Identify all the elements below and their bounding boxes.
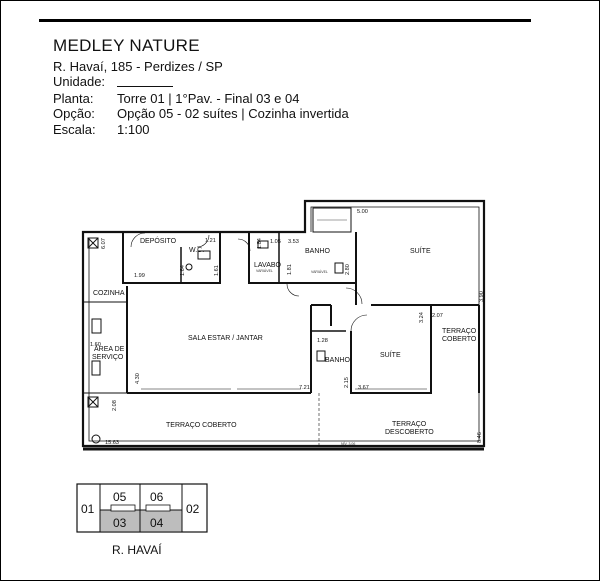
outer-wall [81,199,486,448]
unidade-label: Unidade: [53,74,106,89]
dim-15-63: 15.63 [105,440,119,446]
banho-shower [312,207,352,233]
door-arc-banho [286,283,300,297]
room-wc: W.C. [189,247,204,254]
room-area-servico-1: ÁREA DE [94,344,125,353]
dim-5-00: 5.00 [357,209,368,215]
unidade-blank [117,74,173,87]
banho-note: VARIÁVEL [311,270,328,274]
room-suite-2: SUÍTE [380,350,401,359]
door-arc-wc [196,234,210,248]
dim-1-81: 1.81 [287,264,293,275]
lavabo-block [248,232,357,284]
lavabo-sink [257,240,269,249]
key-plan: 01 02 03 04 05 06 R. HAVAÍ [76,483,208,557]
key-label-06: 06 [150,490,164,504]
shaft-bottom [87,396,99,408]
room-banho-1: BANHO [305,248,330,255]
banho-toilet [334,262,344,274]
planta-label: Planta: [53,90,94,106]
room-terraco-coberto-2: COBERTO [442,336,477,343]
wc-basin [185,263,193,271]
door-arc-deposito [130,232,146,248]
street-label: R. HAVAÍ [112,542,162,557]
escala-label: Escala: [53,121,96,137]
door-arc-suite2 [350,314,368,332]
escala-value: 1:100 [117,121,150,137]
info-row-escala: Escala: 1:100 [53,122,349,138]
key-core-left [110,504,136,512]
room-area-servico-2: SERVIÇO [92,354,124,361]
info-row-opcao: Opção: Opção 05 - 02 suítes | Cozinha in… [53,106,349,122]
dim-1-61: 1.61 [214,265,220,276]
wc-toilet [197,250,211,260]
room-banho-2: BANHO [325,357,350,364]
dim-2-80: 2.80 [345,264,351,275]
dim-1-28: 1.28 [317,338,328,344]
dim-4-30: 4.30 [135,373,141,384]
dim-1-21: 1.21 [205,238,216,244]
key-label-02: 02 [186,502,200,516]
key-label-03: 03 [113,516,127,530]
room-terraco-descoberto-2: DESCOBERTO [385,429,434,436]
dim-1-99: 1.99 [134,273,145,279]
room-terraco-descoberto-1: TERRAÇO [392,421,427,428]
dim-2-15: 2.15 [344,377,350,388]
room-terraco-coberto-main: TERRAÇO COBERTO [166,422,237,429]
room-terraco-coberto-1: TERRAÇO [442,328,477,335]
title-rule [39,19,531,22]
room-cozinha: COZINHA [93,290,125,297]
lavabo-note: VARIÁVEL [256,269,273,273]
banho2-block [310,304,332,393]
deposito-block [122,232,221,284]
dim-3-90: 3.90 [479,291,485,302]
key-label-01: 01 [81,502,95,516]
dim-3-67: 3.67 [358,385,369,391]
planta-value: Torre 01 | 1°Pav. - Final 03 e 04 [117,90,300,106]
sink-kitchen [91,318,102,334]
tank-service [91,360,101,376]
project-address: R. Havaí, 185 - Perdizes / SP [53,59,223,74]
key-label-04: 04 [150,516,164,530]
project-name: MEDLEY NATURE [53,36,200,55]
opcao-label: Opção: [53,106,95,121]
opcao-value: Opção 05 - 02 suítes | Cozinha invertida [117,106,349,121]
room-sala: SALA ESTAR / JANTAR [188,335,263,342]
key-core-right [145,504,171,512]
room-lavabo: LAVABO [254,262,282,269]
door-arc-suite1 [345,287,363,305]
dim-6-07: 6.07 [101,238,107,249]
door-arc-lavabo [237,238,251,252]
banho2-toilet [316,350,326,362]
dim-1-60: 1.60 [90,342,101,348]
dim-3-24: 3.24 [419,312,425,323]
shaft-top [87,237,99,249]
suite2-block [350,305,432,394]
info-row-planta: Planta: Torre 01 | 1°Pav. - Final 03 e 0… [53,91,349,107]
info-table: Unidade: Planta: Torre 01 | 1°Pav. - Fin… [53,74,349,137]
dim-2-07: 2.07 [432,313,443,319]
dim-7-21: 7.21 [299,385,310,391]
dim-3-53: 3.53 [288,239,299,245]
dim-1-64: 1.64 [180,265,186,276]
dim-2-08: 2.08 [112,400,118,411]
dim-8-46: 8.46 [477,432,483,443]
drain [91,434,101,444]
dim-1-05: 1.05 [270,239,281,245]
room-suite-1: SUÍTE [410,246,431,255]
key-label-05: 05 [113,490,127,504]
dim-1-84: 1.84 [257,238,263,249]
level-note: NÍV. 3.06 [341,442,355,446]
room-deposito: DEPÓSITO [140,236,177,245]
title-block: MEDLEY NATURE R. Havaí, 185 - Perdizes /… [53,36,223,74]
info-row-unidade: Unidade: [53,74,349,91]
